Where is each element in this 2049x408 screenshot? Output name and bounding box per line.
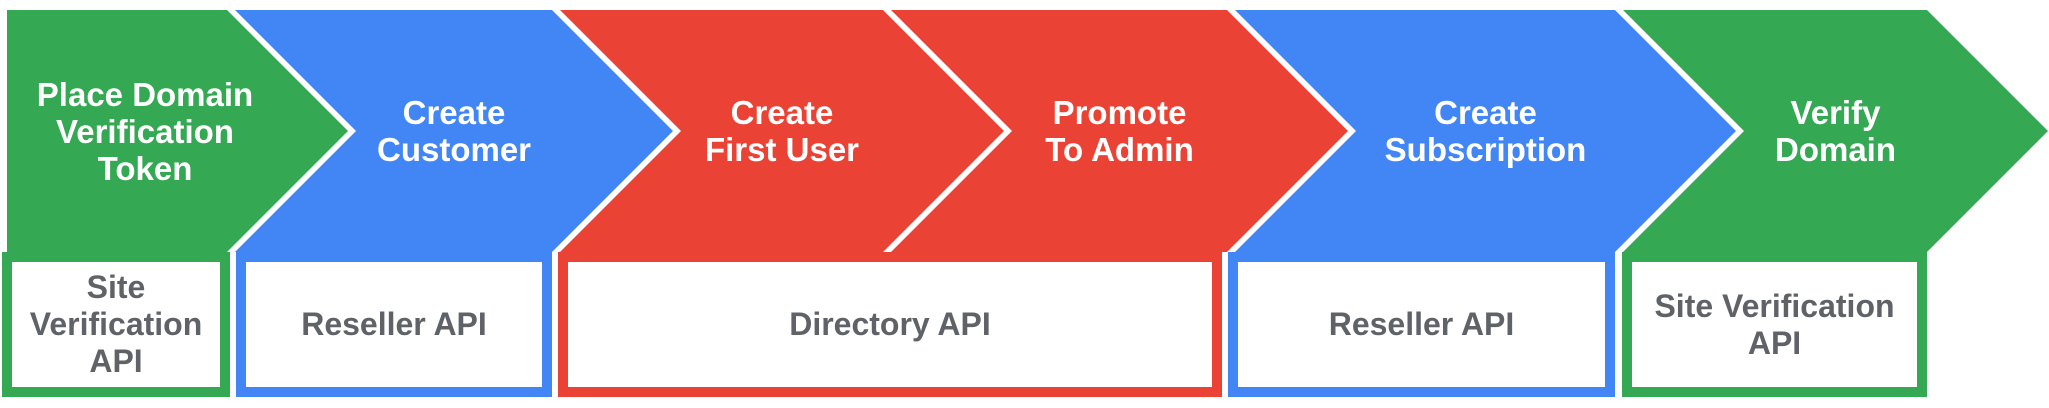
api-box-label-line: Verification <box>29 306 203 342</box>
api-box-label-line: API <box>89 343 143 379</box>
api-box-label-line: Site Verification <box>1654 287 1895 324</box>
api-box-label-line: Reseller API <box>301 306 487 342</box>
api-box-reseller-api-left: Reseller API <box>236 252 552 397</box>
api-box-reseller-api-right: Reseller API <box>1228 252 1615 397</box>
api-box-directory-api: Directory API <box>558 252 1222 397</box>
api-box-label-line: API <box>1747 324 1802 361</box>
api-box-label-line: Directory API <box>789 306 991 342</box>
api-box-site-verification-api-left: Site Verification API <box>2 252 230 397</box>
api-box-label-line: Reseller API <box>1328 306 1515 342</box>
api-box-site-verification-api-right: Site Verification API <box>1622 252 1927 397</box>
api-box-label-line: Site <box>86 269 146 305</box>
